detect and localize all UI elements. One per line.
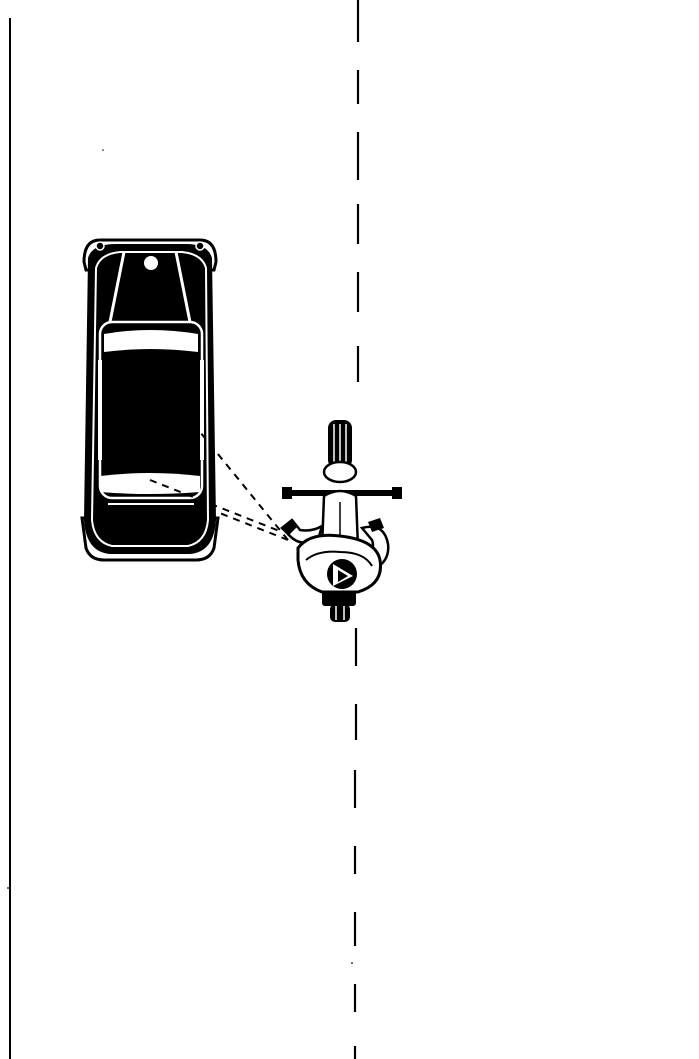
speck — [351, 962, 353, 964]
speck — [102, 149, 104, 151]
car — [82, 240, 218, 560]
speck — [7, 887, 9, 889]
